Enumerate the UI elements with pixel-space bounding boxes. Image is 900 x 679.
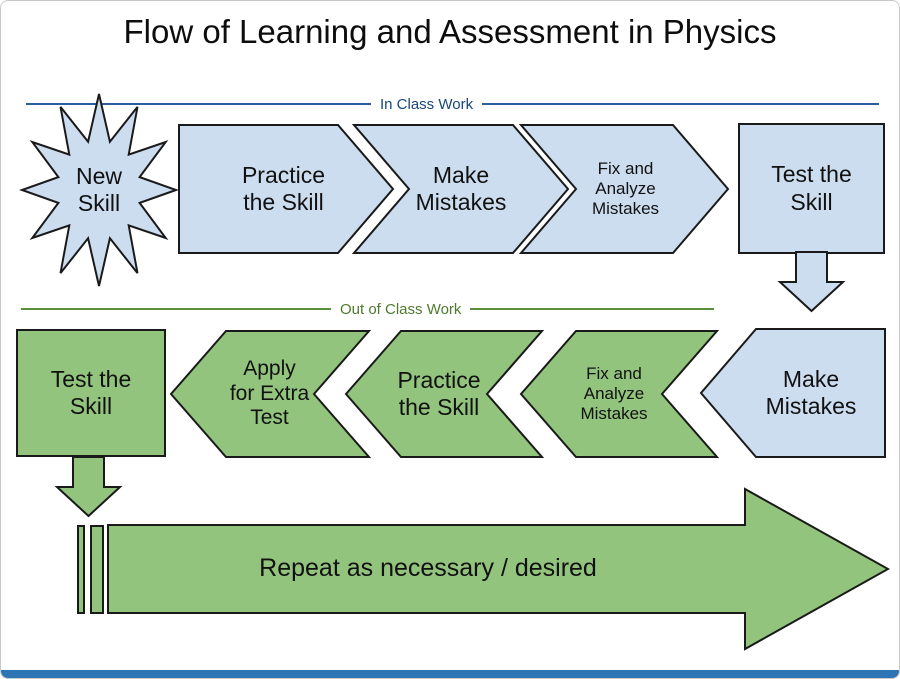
diagram-title: Flow of Learning and Assessment in Physi… [123,13,777,50]
down-arrow-shape [777,251,846,313]
in-class-divider: In Class Work [26,95,879,113]
in-class-down-arrow [777,251,846,313]
in-class-fix-analyze-chevron: Fix and Analyze Mistakes [518,124,730,254]
in-class-practice-label: Practice the Skill [241,161,326,215]
repeat-start-bar-1 [77,525,85,614]
out-of-class-make-mistakes-pentagon: Make Mistakes [699,328,886,458]
out-of-class-section-label: Out of Class Work [340,300,462,318]
rectangle-shape [738,123,885,254]
in-class-section-label: In Class Work [380,95,474,113]
out-of-class-apply-extra-label: Apply for Extra Test [229,356,310,430]
divider-line [21,308,331,310]
repeat-arrow: Repeat as necessary / desired [107,487,891,651]
chevron-right-shape [351,124,570,254]
in-class-test-label: Test the Skill [771,161,852,215]
pentagon-left-shape [699,328,886,458]
repeat-start-bar-2 [90,525,104,614]
out-of-class-test-box: Test the Skill [16,329,166,457]
new-skill-starburst: New Skill [19,91,179,289]
chevron-right-shape [178,124,395,254]
in-class-test-box: Test the Skill [738,123,885,254]
repeat-arrow-label: Repeat as necessary / desired [259,554,597,583]
in-class-make-mistakes-chevron: Make Mistakes [351,124,570,254]
out-of-class-down-arrow [54,456,123,518]
chevron-left-shape [169,330,372,458]
chevron-left-shape [344,330,545,458]
out-of-class-divider: Out of Class Work [21,300,714,318]
new-skill-label: New Skill [75,162,122,216]
right-arrow-shape [107,487,891,651]
out-of-class-practice-label: Practice the Skill [397,366,481,420]
out-of-class-practice-chevron: Practice the Skill [344,330,545,458]
chevron-left-shape [519,330,720,458]
in-class-make-mistakes-label: Make Mistakes [415,161,507,215]
footer-bar [1,670,899,678]
out-of-class-test-label: Test the Skill [50,365,132,419]
divider-line [26,103,371,105]
divider-line [470,308,714,310]
out-of-class-apply-extra-chevron: Apply for Extra Test [169,330,372,458]
in-class-practice-chevron: Practice the Skill [178,124,395,254]
chevron-right-shape [518,124,730,254]
down-arrow-shape [54,456,123,518]
rectangle-shape [16,329,166,457]
divider-line [482,103,879,105]
out-of-class-make-mistakes-label: Make Mistakes [765,365,857,419]
starburst-shape [19,93,179,287]
out-of-class-fix-analyze-chevron: Fix and Analyze Mistakes [519,330,720,458]
out-of-class-fix-analyze-label: Fix and Analyze Mistakes [580,363,648,424]
in-class-fix-analyze-label: Fix and Analyze Mistakes [591,158,660,219]
